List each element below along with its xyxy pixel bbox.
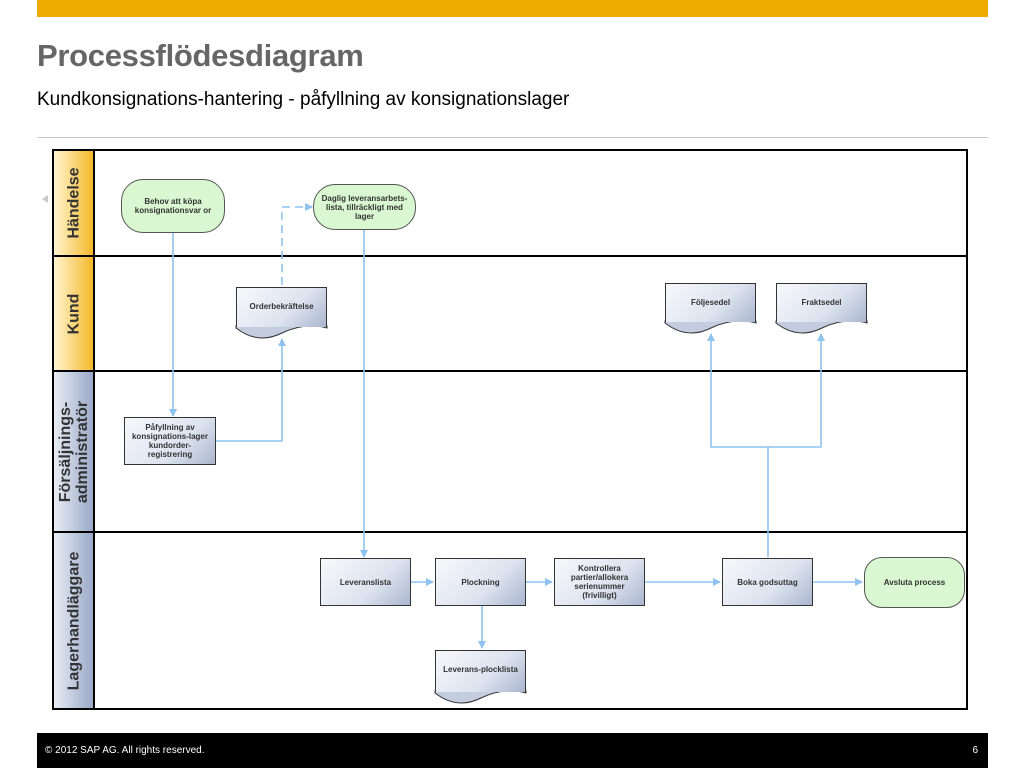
connector-boka-fraktsedel (768, 333, 825, 448)
page-title: Processflödesdiagram (37, 38, 364, 73)
document-foljesedel[interactable]: Följesedel (665, 283, 756, 322)
connector-orderbekraftelse-daglig (281, 203, 313, 285)
connector-pafyllning-orderbekraftelse (216, 338, 286, 442)
swimlane-frame (52, 149, 968, 710)
task-kontrollera-partier[interactable]: Kontrollera partier/allokera serienummer… (554, 558, 645, 606)
lane-forsaljningsadministrator: Försäljnings- administratör (54, 372, 95, 531)
doc-wave-foljesedel (664, 320, 757, 334)
task-boka-godsuttag[interactable]: Boka godsuttag (722, 558, 813, 606)
task-pafyllning-kundorder[interactable]: Påfyllning av konsignations-lager kundor… (124, 417, 216, 465)
document-leverans-plocklista[interactable]: Leverans-plocklista (435, 650, 526, 692)
node-label: Leverans-plocklista (443, 665, 518, 674)
node-label: Plockning (461, 577, 500, 587)
node-label: Följesedel (690, 298, 731, 307)
slide-marker-icon (42, 195, 48, 203)
node-label: Boka godsuttag (737, 577, 798, 587)
doc-wave-leverans-plocklista (434, 690, 527, 704)
top-accent-bar (37, 0, 988, 17)
task-plockning[interactable]: Plockning (435, 558, 526, 606)
event-avsluta-process[interactable]: Avsluta process (864, 557, 965, 608)
document-orderbekraftelse[interactable]: Orderbekräftelse (236, 287, 327, 327)
page-subtitle: Kundkonsignations-hantering - påfyllning… (37, 89, 570, 110)
title-divider (37, 137, 988, 138)
node-label: Leveranslista (339, 577, 392, 587)
page-number: 6 (972, 745, 978, 756)
node-label: Kontrollera partier/allokera serienummer… (570, 564, 629, 600)
event-behov-att-kopa[interactable]: Behov att köpa konsignationsvar or (121, 179, 225, 233)
lane-lagerhandlaggare: Lagerhandläggare (54, 533, 95, 708)
footer-copyright: © 2012 SAP AG. All rights reserved. (45, 745, 205, 756)
doc-wave-orderbekraftelse (235, 325, 328, 339)
lane-handelse: Händelse (54, 151, 95, 255)
event-daglig-leveransarbetslista[interactable]: Daglig leveransarbets-lista, tillräcklig… (313, 184, 416, 230)
lane-kund: Kund (54, 257, 95, 370)
connector-boka-dokument (707, 333, 769, 557)
task-leveranslista[interactable]: Leveranslista (320, 558, 411, 606)
node-label: Avsluta process (883, 578, 946, 587)
document-fraktsedel[interactable]: Fraktsedel (776, 283, 867, 322)
lane-divider (52, 370, 968, 372)
node-label: Orderbekräftelse (249, 302, 314, 311)
doc-wave-fraktsedel (775, 320, 868, 334)
footer-bar: © 2012 SAP AG. All rights reserved. 6 (37, 733, 988, 768)
node-label: Daglig leveransarbets-lista, tillräcklig… (321, 193, 408, 221)
node-label: Fraktsedel (801, 298, 842, 307)
lane-divider (52, 255, 968, 257)
node-label: Påfyllning av konsignations-lager kundor… (131, 423, 208, 459)
lane-divider (52, 531, 968, 533)
node-label: Behov att köpa konsignationsvar or (134, 197, 212, 215)
